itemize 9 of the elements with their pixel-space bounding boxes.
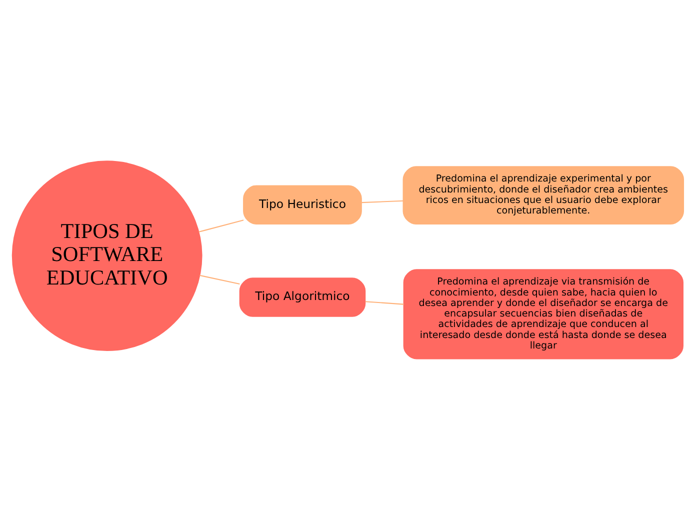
node-box: Tipo Heuristico — [243, 185, 362, 224]
connector — [362, 200, 404, 204]
connector — [200, 274, 240, 284]
node-box: Tipo Algoritmico — [239, 278, 366, 317]
connector — [365, 301, 404, 305]
node-box: Predomina el aprendizaje experimental y por descubrimiento, donde el diseñador crea ambientes ricos en situaciones que el usuario debe explorar conjeturablemente. — [402, 166, 684, 224]
node-circle: TIPOS DE SOFTWARE EDUCATIVO — [12, 160, 202, 351]
node-box: Predomina el aprendizaje via transmisión de conocimiento, desde quien sabe, hacia quien lo desea aprender y donde el diseñador se encarga de encapsular secuencias bien diseñadas de actividades de aprendizaje que conducen al interesado desde donde está hasta donde se desea llegar — [403, 269, 684, 360]
connector — [198, 220, 244, 232]
